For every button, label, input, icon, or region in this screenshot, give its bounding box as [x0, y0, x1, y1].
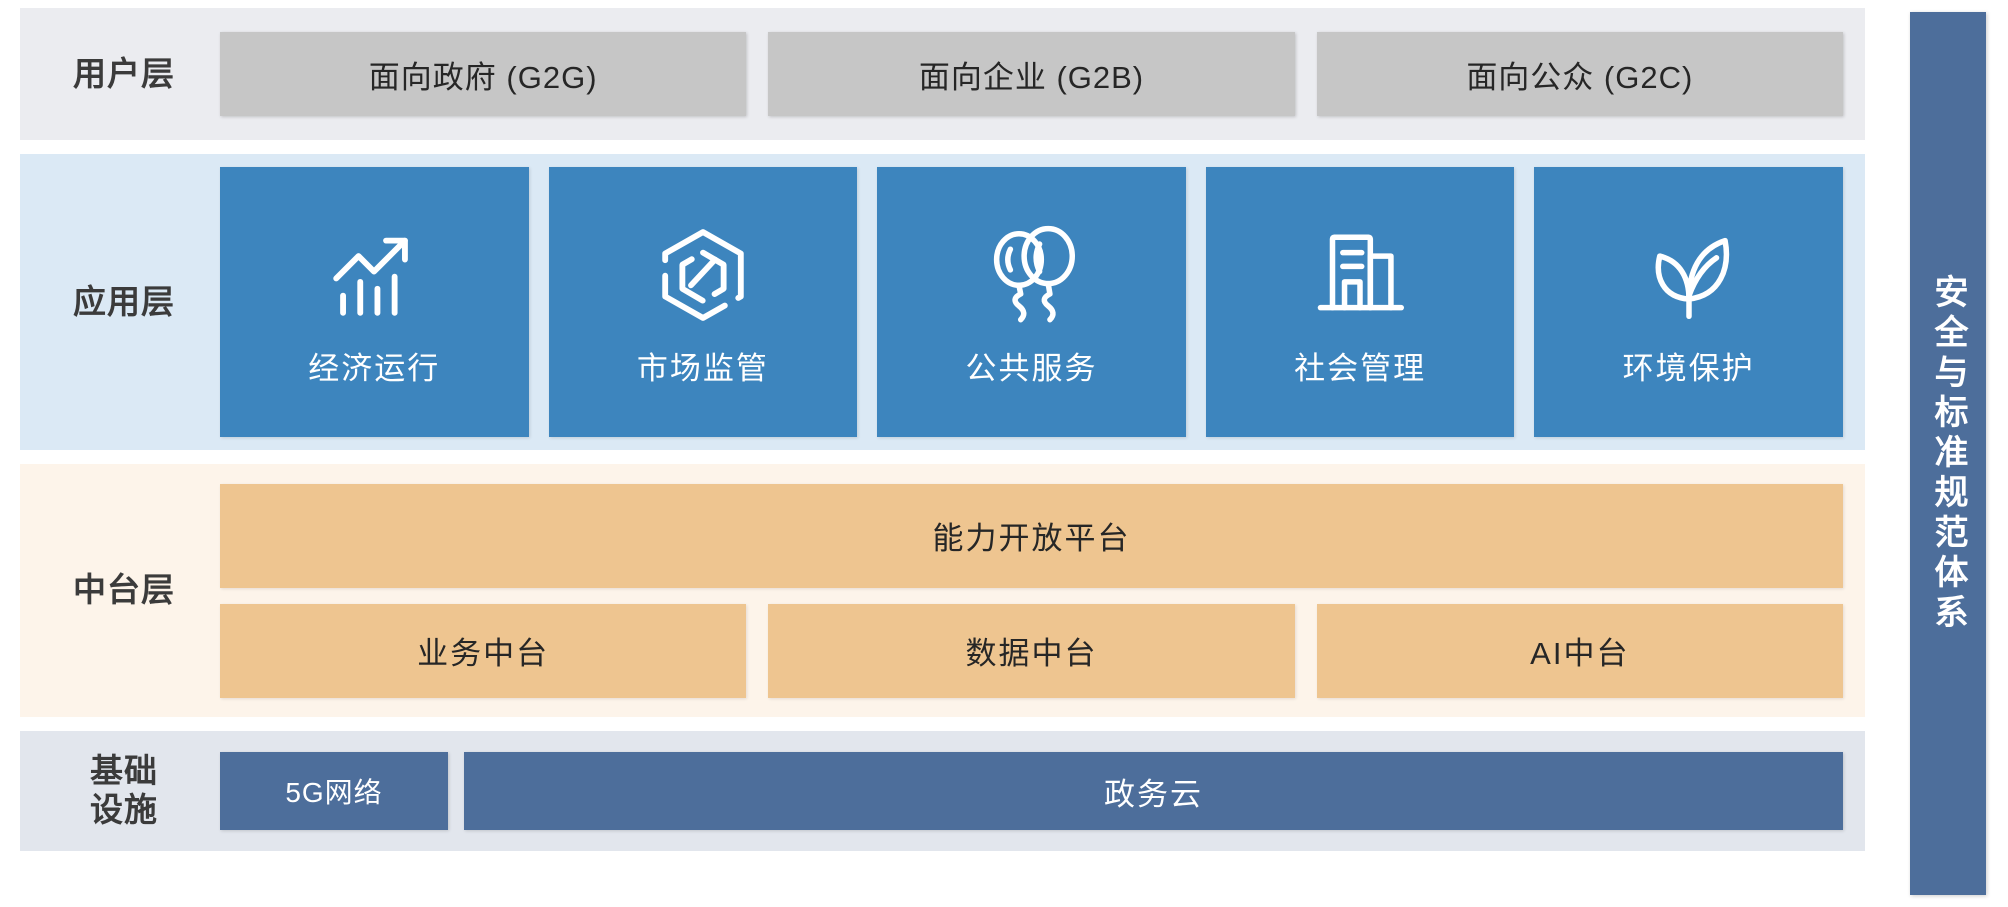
balloons-icon [973, 217, 1089, 333]
layer-middle-platform-body: 能力开放平台 业务中台 数据中台 AI中台 [220, 483, 1865, 698]
app-card-market-supervision[interactable]: 市场监管 [548, 167, 858, 437]
layer-stack: 用户层 面向政府 (G2G) 面向企业 (G2B) 面向公众 (G2C) 应用层 [20, 8, 1865, 851]
mid-box-data-platform[interactable]: 数据中台 [768, 603, 1295, 698]
user-box-g2c[interactable]: 面向公众 (G2C) [1316, 32, 1843, 116]
growth-chart-icon [316, 217, 432, 333]
app-card-label: 市场监管 [636, 350, 769, 386]
layer-infrastructure-label-line2: 设施 [90, 791, 158, 828]
leaf-icon [1631, 217, 1747, 333]
app-card-label: 社会管理 [1294, 350, 1427, 386]
app-card-social-management[interactable]: 社会管理 [1205, 167, 1515, 437]
layer-user-body: 面向政府 (G2G) 面向企业 (G2B) 面向公众 (G2C) [220, 32, 1865, 116]
layer-infrastructure: 基础 设施 5G网络 政务云 [20, 731, 1865, 851]
layer-application-label: 应用层 [73, 282, 175, 320]
mid-box-business-platform[interactable]: 业务中台 [220, 603, 747, 698]
security-standards-band: 安全与标准规范体系 [1910, 12, 1986, 895]
layer-application: 应用层 经济运行 [20, 154, 1865, 450]
security-standards-label: 安全与标准规范体系 [1929, 273, 1967, 634]
infra-box-government-cloud[interactable]: 政务云 [464, 752, 1843, 830]
layer-infrastructure-body: 5G网络 政务云 [220, 752, 1865, 830]
hexagon-cube-icon [645, 217, 761, 333]
user-box-g2b[interactable]: 面向企业 (G2B) [768, 32, 1295, 116]
building-icon [1302, 217, 1418, 333]
layer-application-body: 经济运行 市场监管 [220, 154, 1865, 450]
layer-middle-platform: 中台层 能力开放平台 业务中台 数据中台 AI中台 [20, 464, 1865, 717]
mid-box-row: 业务中台 数据中台 AI中台 [220, 603, 1843, 698]
mid-box-capability-open-platform[interactable]: 能力开放平台 [220, 483, 1843, 588]
layer-user: 用户层 面向政府 (G2G) 面向企业 (G2B) 面向公众 (G2C) [20, 8, 1865, 140]
layer-infrastructure-label-line1: 基础 [90, 752, 158, 790]
mid-box-ai-platform[interactable]: AI中台 [1316, 603, 1843, 698]
app-card-economic-operation[interactable]: 经济运行 [220, 167, 529, 437]
app-card-label: 环境保护 [1622, 350, 1755, 386]
app-card-label: 经济运行 [308, 350, 441, 386]
user-box-g2g[interactable]: 面向政府 (G2G) [220, 32, 747, 116]
app-card-environmental-protection[interactable]: 环境保护 [1534, 167, 1843, 437]
app-card-public-service[interactable]: 公共服务 [877, 167, 1186, 437]
layer-infrastructure-label: 基础 设施 [20, 752, 220, 830]
layer-user-label: 用户层 [73, 54, 175, 92]
infra-box-5g-network[interactable]: 5G网络 [220, 752, 448, 830]
layer-middle-platform-label: 中台层 [73, 571, 175, 609]
app-card-label: 公共服务 [965, 350, 1098, 386]
